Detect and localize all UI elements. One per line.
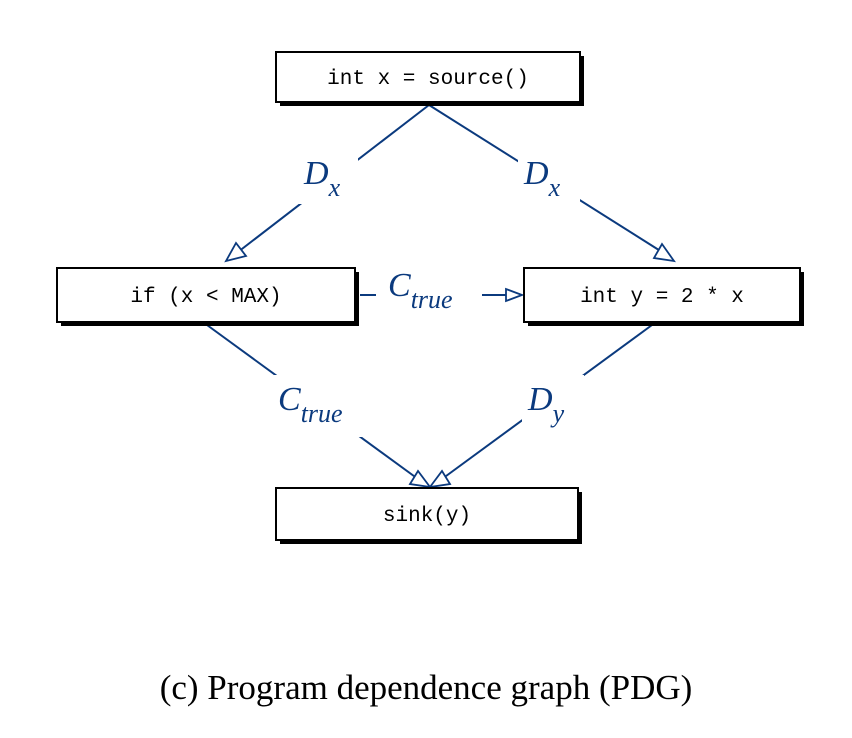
arrowhead-icon bbox=[408, 469, 433, 489]
edge-cond-to-sink: Ctrue bbox=[206, 324, 433, 489]
pdg-diagram: Dx Dx Ctrue Ctrue bbox=[56, 51, 804, 544]
edge-label-dx-left: Dx bbox=[303, 155, 341, 202]
edge-cond-to-assign: Ctrue bbox=[360, 267, 525, 314]
arrowhead-icon bbox=[224, 241, 248, 263]
arrowhead-icon bbox=[505, 287, 525, 303]
arrowhead-icon bbox=[427, 469, 452, 489]
node-label: if (x < MAX) bbox=[130, 286, 281, 309]
edge-source-to-assign: Dx bbox=[428, 104, 676, 263]
edge-source-to-cond: Dx bbox=[224, 104, 430, 263]
edge-label-ctrue-horizontal: Ctrue bbox=[388, 267, 453, 314]
node-label: sink(y) bbox=[383, 505, 471, 528]
edge-assign-to-sink: Dy bbox=[427, 324, 653, 489]
edge-label-ctrue-lower: Ctrue bbox=[278, 381, 343, 428]
node-condition: if (x < MAX) bbox=[56, 267, 359, 326]
edge-label-dx-right: Dx bbox=[523, 155, 561, 202]
arrowhead-icon bbox=[652, 242, 676, 263]
node-label: int y = 2 * x bbox=[580, 286, 744, 309]
node-assign: int y = 2 * x bbox=[523, 267, 804, 326]
node-sink: sink(y) bbox=[275, 487, 582, 544]
node-label: int x = source() bbox=[327, 68, 529, 91]
node-source: int x = source() bbox=[275, 51, 584, 106]
edge-label-dy: Dy bbox=[527, 381, 565, 428]
figure-caption: (c) Program dependence graph (PDG) bbox=[159, 668, 693, 707]
